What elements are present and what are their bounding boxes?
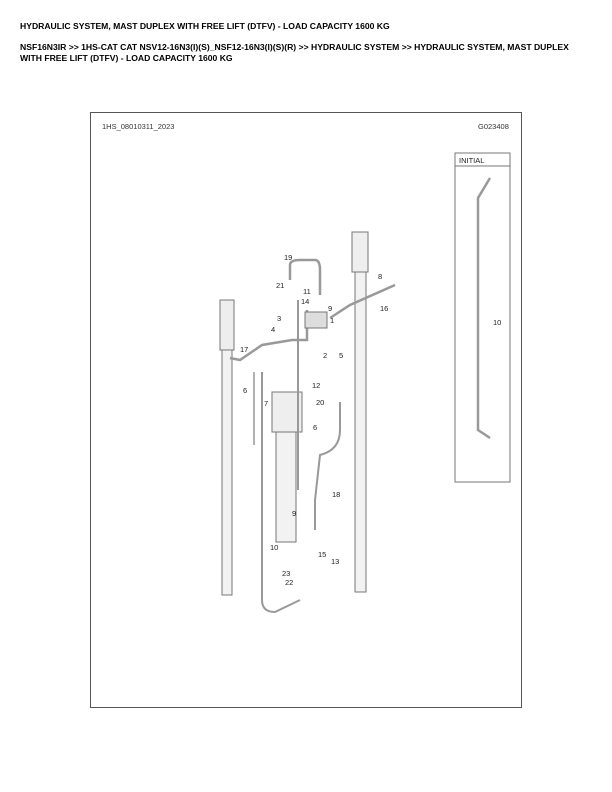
callout: 13 — [331, 557, 339, 566]
callout: 9 — [328, 304, 332, 313]
drawing-id: 1HS_08010311_2023 — [102, 122, 175, 131]
callout-labels: 19 21 11 14 9 8 16 1 3 4 2 5 17 6 7 12 2… — [240, 156, 501, 587]
callout: 2 — [323, 351, 327, 360]
inset-label: INITIAL — [459, 156, 484, 165]
callout: 21 — [276, 281, 284, 290]
callout: 12 — [312, 381, 320, 390]
callout: 11 — [303, 287, 311, 296]
callout: 10 — [270, 543, 278, 552]
inset-pipe — [476, 177, 492, 440]
page-title: HYDRAULIC SYSTEM, MAST DUPLEX WITH FREE … — [20, 21, 390, 31]
callout: 23 — [282, 569, 290, 578]
callout: 1 — [330, 316, 334, 325]
callout: 18 — [332, 490, 340, 499]
callout: 9 — [292, 509, 296, 518]
graphic-id: G023408 — [478, 122, 509, 131]
callout: 7 — [264, 399, 268, 408]
callout: 5 — [339, 351, 343, 360]
callout: 6 — [243, 386, 247, 395]
breadcrumb: NSF16N3IR >> 1HS-CAT CAT NSV12-16N3(I)(S… — [20, 42, 569, 63]
callout: 17 — [240, 345, 248, 354]
diagram-frame — [90, 112, 522, 708]
callout: 6 — [313, 423, 317, 432]
callout: 19 — [284, 253, 292, 262]
callout: 14 — [301, 297, 309, 306]
callout: 3 — [277, 314, 281, 323]
callout: 8 — [378, 272, 382, 281]
callout: 16 — [380, 304, 388, 313]
callout: 10 — [493, 318, 501, 327]
callout: 4 — [271, 325, 275, 334]
callout: 15 — [318, 550, 326, 559]
callout: 20 — [316, 398, 324, 407]
inset-box — [454, 152, 511, 483]
callout: 22 — [285, 578, 293, 587]
